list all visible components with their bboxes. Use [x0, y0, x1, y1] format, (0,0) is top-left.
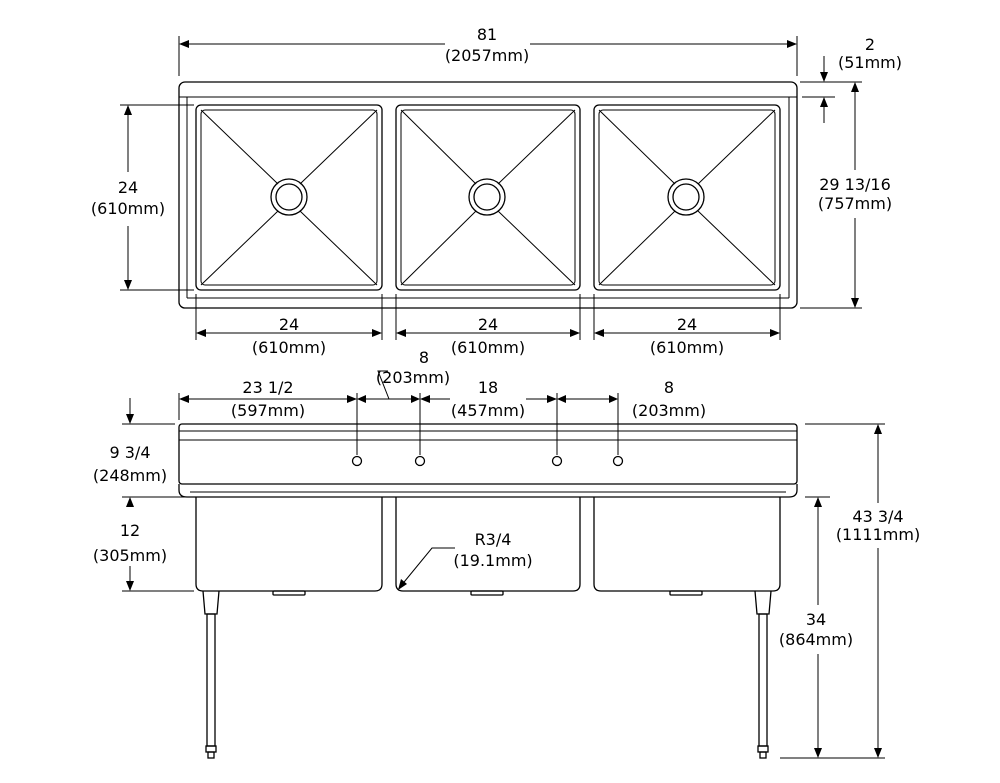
bowl-2-top	[395, 104, 581, 291]
dim-label: 81	[477, 25, 497, 44]
drain-stub	[669, 590, 703, 596]
drain-icon	[270, 178, 308, 216]
dim-label: (1111mm)	[836, 525, 920, 544]
deck-rim	[178, 484, 798, 498]
dim-label: (2057mm)	[445, 46, 529, 65]
dim-faucet-left: 23 1/2 (597mm)	[178, 378, 358, 455]
dim-label: 18	[478, 378, 498, 397]
dim-label: (597mm)	[231, 401, 305, 420]
dim-label: (19.1mm)	[453, 551, 532, 570]
dim-backsplash: 2 (51mm)	[802, 35, 902, 123]
dim-label: (203mm)	[632, 401, 706, 420]
drain-icon	[468, 178, 506, 216]
dim-label: 24	[478, 315, 498, 334]
dim-bowl-2-width: 24 (610mm)	[395, 294, 581, 357]
dim-corner-radius: R3/4 (19.1mm)	[398, 530, 533, 590]
dim-splash-height: 9 3/4 (248mm)	[93, 398, 175, 485]
dim-label: (610mm)	[91, 199, 165, 218]
dim-label: (864mm)	[779, 630, 853, 649]
leg-right	[754, 590, 772, 759]
dim-label: (457mm)	[451, 401, 525, 420]
bowl-3-top	[593, 104, 781, 291]
top-view: 81 (2057mm) 2 (51mm) 29 13/16 (757mm)	[91, 25, 902, 357]
dim-bowl-front-to-back: 24 (610mm)	[91, 104, 194, 291]
dim-label: 8	[419, 348, 429, 367]
dim-label: 43 3/4	[852, 507, 903, 526]
dim-label: 23 1/2	[242, 378, 293, 397]
dim-label: 29 13/16	[819, 175, 891, 194]
dim-label: (248mm)	[93, 466, 167, 485]
faucet-hole-icon	[612, 455, 624, 467]
dim-label: (305mm)	[93, 546, 167, 565]
dim-label: 34	[806, 610, 826, 629]
dim-label: (610mm)	[252, 338, 326, 357]
drain-stub	[272, 590, 306, 596]
dim-rim-height: 34 (864mm)	[779, 496, 853, 758]
dim-faucet-spacing-a: 8 (203mm)	[357, 348, 450, 455]
faucet-hole-icon	[414, 455, 426, 467]
front-view: 23 1/2 (597mm) 8 (203mm) 18 (457mm)	[93, 348, 920, 759]
dim-label: 8	[664, 378, 674, 397]
bowl-3-front	[593, 497, 781, 592]
dim-label: 24	[118, 178, 138, 197]
dim-label: (757mm)	[818, 194, 892, 213]
dim-faucet-between: 18 (457mm)	[420, 378, 558, 455]
dim-overall-depth: 29 13/16 (757mm)	[800, 81, 892, 309]
dim-label: 24	[279, 315, 299, 334]
faucet-hole-icon	[551, 455, 563, 467]
dim-label: 9 3/4	[109, 443, 150, 462]
dim-bowl-1-width: 24 (610mm)	[195, 294, 383, 357]
faucet-hole-icon	[351, 455, 363, 467]
dim-label: R3/4	[475, 530, 512, 549]
bowl-1-top	[195, 104, 383, 291]
dim-label: (203mm)	[376, 368, 450, 387]
leg-left	[202, 590, 220, 759]
backsplash-front	[178, 423, 798, 485]
dim-label: 2	[865, 35, 875, 54]
dim-label: (610mm)	[451, 338, 525, 357]
sink-deck-outline	[178, 81, 798, 309]
dim-faucet-spacing-b: 8 (203mm)	[557, 378, 706, 455]
drain-icon	[667, 178, 705, 216]
dim-overall-width: 81 (2057mm)	[178, 25, 798, 76]
drain-stub	[470, 590, 504, 596]
dim-label: 24	[677, 315, 697, 334]
dim-bowl-3-width: 24 (610mm)	[593, 294, 781, 357]
dim-overall-height: 43 3/4 (1111mm)	[780, 423, 920, 759]
bowl-1-front	[195, 497, 383, 592]
dim-bowl-depth: 12 (305mm)	[93, 496, 194, 592]
dim-label: (51mm)	[838, 53, 902, 72]
dim-label: (610mm)	[650, 338, 724, 357]
dim-label: 12	[120, 521, 140, 540]
